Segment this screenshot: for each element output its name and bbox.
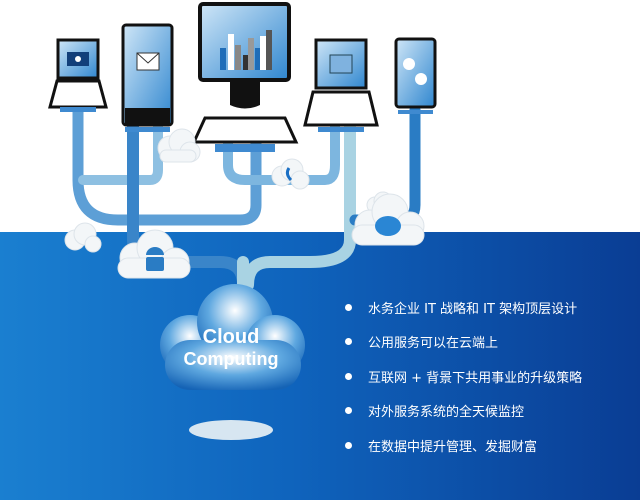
bullet-icon xyxy=(345,407,352,415)
main-cloud xyxy=(160,284,305,390)
cloud-icon xyxy=(64,222,102,253)
cloud-shadow xyxy=(189,420,273,440)
bullet-icon xyxy=(345,303,352,311)
phone-chat-icon xyxy=(394,37,437,114)
bullet-icon xyxy=(345,338,352,346)
list-item: 公用服务可以在云端上 xyxy=(345,325,582,360)
feature-list: 水务企业 IT 战略和 IT 架构顶层设计 公用服务可以在云端上 互联网 + 背… xyxy=(345,290,582,463)
bullet-icon xyxy=(345,372,352,380)
list-item-text: 水务企业 IT 战略和 IT 架构顶层设计 xyxy=(368,301,578,317)
list-item: 对外服务系统的全天候监控 xyxy=(345,394,582,429)
list-item-text: 对外服务系统的全天候监控 xyxy=(368,405,525,421)
desktop-chart-icon xyxy=(191,2,299,152)
android-icon xyxy=(146,247,164,271)
elephant-icon xyxy=(375,216,401,236)
list-item: 水务企业 IT 战略和 IT 架构顶层设计 xyxy=(345,290,582,325)
laptop-folder-icon xyxy=(303,38,379,132)
cloud-label-line2: Computing xyxy=(183,349,279,369)
phone-icon xyxy=(285,167,293,182)
bullet-icon xyxy=(345,441,352,449)
cloud-label-line1: Cloud xyxy=(202,326,260,348)
cloud-icon xyxy=(157,128,201,163)
list-item: 互联网 + 背景下共用事业的升级策略 xyxy=(345,359,582,394)
list-item-text: 公用服务可以在云端上 xyxy=(368,336,499,352)
cloud-computing-label: Cloud Computing xyxy=(170,326,292,370)
list-item: 在数据中提升管理、发掘财富 xyxy=(345,428,582,463)
phone-mail-icon xyxy=(121,23,174,132)
list-item-text: 互联网 + 背景下共用事业的升级策略 xyxy=(368,370,583,386)
blue-background-band xyxy=(0,232,640,500)
laptop-left-icon xyxy=(48,38,108,112)
list-item-text: 在数据中提升管理、发掘财富 xyxy=(368,439,538,455)
